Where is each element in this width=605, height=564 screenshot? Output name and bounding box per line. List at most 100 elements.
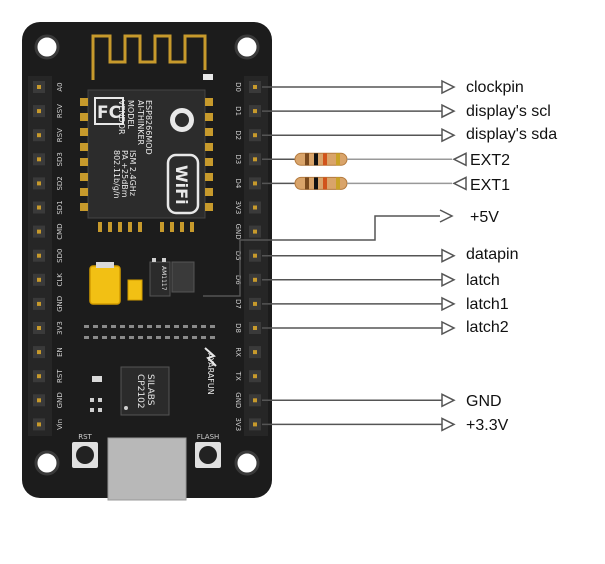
header-pin-pad <box>37 398 41 403</box>
left-pin-label: CMD <box>56 223 64 239</box>
brand-label: AYARAFUN <box>206 353 215 395</box>
left-pin-label: SD2 <box>56 176 64 190</box>
header-pin-pad <box>253 350 257 355</box>
rst-button-label: RST <box>78 433 92 441</box>
header-pin-pad <box>37 229 41 234</box>
right-pin-label: D1 <box>234 106 242 116</box>
header-pin-pad <box>37 109 41 114</box>
left-pin-label: RSV <box>56 104 64 118</box>
header-pin-pad <box>253 326 257 330</box>
header-pin-pad <box>37 374 41 379</box>
module-text-4: PA +25dBm <box>120 150 129 198</box>
left-pin-label: 3V3 <box>56 321 64 335</box>
module-text-3: ISM 2.4GHz <box>128 150 137 196</box>
left-pin-label: EN <box>56 347 64 357</box>
header-pin-pad <box>37 277 41 282</box>
left-pin-label: GND <box>56 392 64 408</box>
antenna-trace <box>91 34 207 80</box>
header-pin-pad <box>37 181 41 186</box>
uart-chip-label-2: CP2102 <box>135 374 145 409</box>
fcc-text: FC <box>97 103 121 123</box>
right-pin-label: D0 <box>234 82 242 92</box>
brand-logo-icon <box>204 347 217 367</box>
left-pin-label: SD0 <box>56 249 64 263</box>
header-pin-pad <box>37 205 41 210</box>
ldo-label: AM1117 <box>160 266 167 291</box>
wifi-text: WiFi <box>172 165 191 205</box>
right-pin-label: D2 <box>234 130 242 140</box>
left-pin-label: A0 <box>56 82 64 91</box>
header-pin-pad <box>253 181 257 186</box>
header-pin-pad <box>253 253 257 258</box>
left-pin-label: RSV <box>56 128 64 142</box>
header-pin-pad <box>253 277 257 282</box>
arrow-out-icon <box>441 272 456 288</box>
module-model-label: MODEL <box>126 100 135 129</box>
left-pin-label: Vin <box>56 419 64 430</box>
right-pin-label: D6 <box>234 275 242 285</box>
mount-hole-bottom-left <box>34 450 60 476</box>
ldo-chip: AM1117 <box>149 261 195 297</box>
connection-label: +3.3V <box>466 417 509 434</box>
right-pin-label: D4 <box>234 178 242 188</box>
module-text-5: 802.11b/g/n <box>112 150 121 199</box>
header-pin-pad <box>37 85 41 89</box>
header-pin-pad <box>253 398 257 403</box>
arrow-out-icon <box>441 79 456 95</box>
flash-button: FLASH <box>195 433 221 468</box>
antenna-pad <box>203 74 213 80</box>
right-pin-label: D7 <box>234 299 242 309</box>
arrow-out-icon <box>439 209 454 223</box>
header-pin-pad <box>37 326 41 330</box>
flash-button-label: FLASH <box>197 433 220 441</box>
usb-connector <box>107 437 187 501</box>
right-pin-label: TX <box>234 371 242 381</box>
connection-label: display's sda <box>466 126 557 143</box>
small-smd-left <box>90 376 102 412</box>
right-pin-label: 3V3 <box>234 201 242 215</box>
resistor <box>294 176 348 190</box>
header-pin-pad <box>253 301 257 306</box>
passive-components <box>98 222 194 232</box>
header-pin-pad <box>37 133 41 138</box>
header-pin-pad <box>37 157 41 162</box>
arrow-out-icon <box>441 417 456 432</box>
right-pin-label: GND <box>234 224 242 240</box>
header-pin-pad <box>253 422 257 427</box>
arrow-out-icon <box>441 103 456 119</box>
right-pin-label: 3V3 <box>234 418 242 432</box>
left-pin-label: SD3 <box>56 152 64 166</box>
connection-label: latch1 <box>466 296 509 313</box>
mount-hole-top-right <box>234 34 260 60</box>
connection-label: EXT2 <box>470 152 510 169</box>
left-pin-row: A0RSVRSVSD3SD2SD1CMDSD0CLKGND3V3ENRSTGND… <box>33 81 64 431</box>
module-castellations <box>80 98 213 211</box>
connection-label: latch <box>466 272 500 289</box>
connection-label: EXT1 <box>470 177 510 194</box>
header-pin-pad <box>37 301 41 306</box>
header-pin-pad <box>253 109 257 114</box>
arrow-in-icon <box>452 176 467 191</box>
connection-label: display's scl <box>466 103 551 120</box>
module-text-2: AI-THINKER <box>136 100 145 146</box>
header-pin-pad <box>37 253 41 258</box>
voltage-regulator <box>89 262 143 305</box>
right-pin-label: D3 <box>234 154 242 164</box>
arrow-out-icon <box>441 320 456 336</box>
module-vendor-label: VENDOR <box>117 100 126 135</box>
wifi-logo: WiFi <box>166 153 200 215</box>
uart-chip-label-1: SILABS <box>145 374 155 406</box>
rst-button: RST <box>72 433 98 468</box>
header-pin-pad <box>253 374 257 379</box>
right-pin-label: D8 <box>234 323 242 333</box>
pcb-body <box>22 22 272 498</box>
left-pin-label: SD1 <box>56 200 64 214</box>
connection-label: clockpin <box>466 79 524 96</box>
connection-label: latch2 <box>466 319 509 336</box>
left-pin-label: GND <box>56 296 64 312</box>
header-pin-pad <box>253 85 257 89</box>
dotted-trace-row <box>84 325 215 339</box>
left-pin-label: CLK <box>56 273 64 287</box>
